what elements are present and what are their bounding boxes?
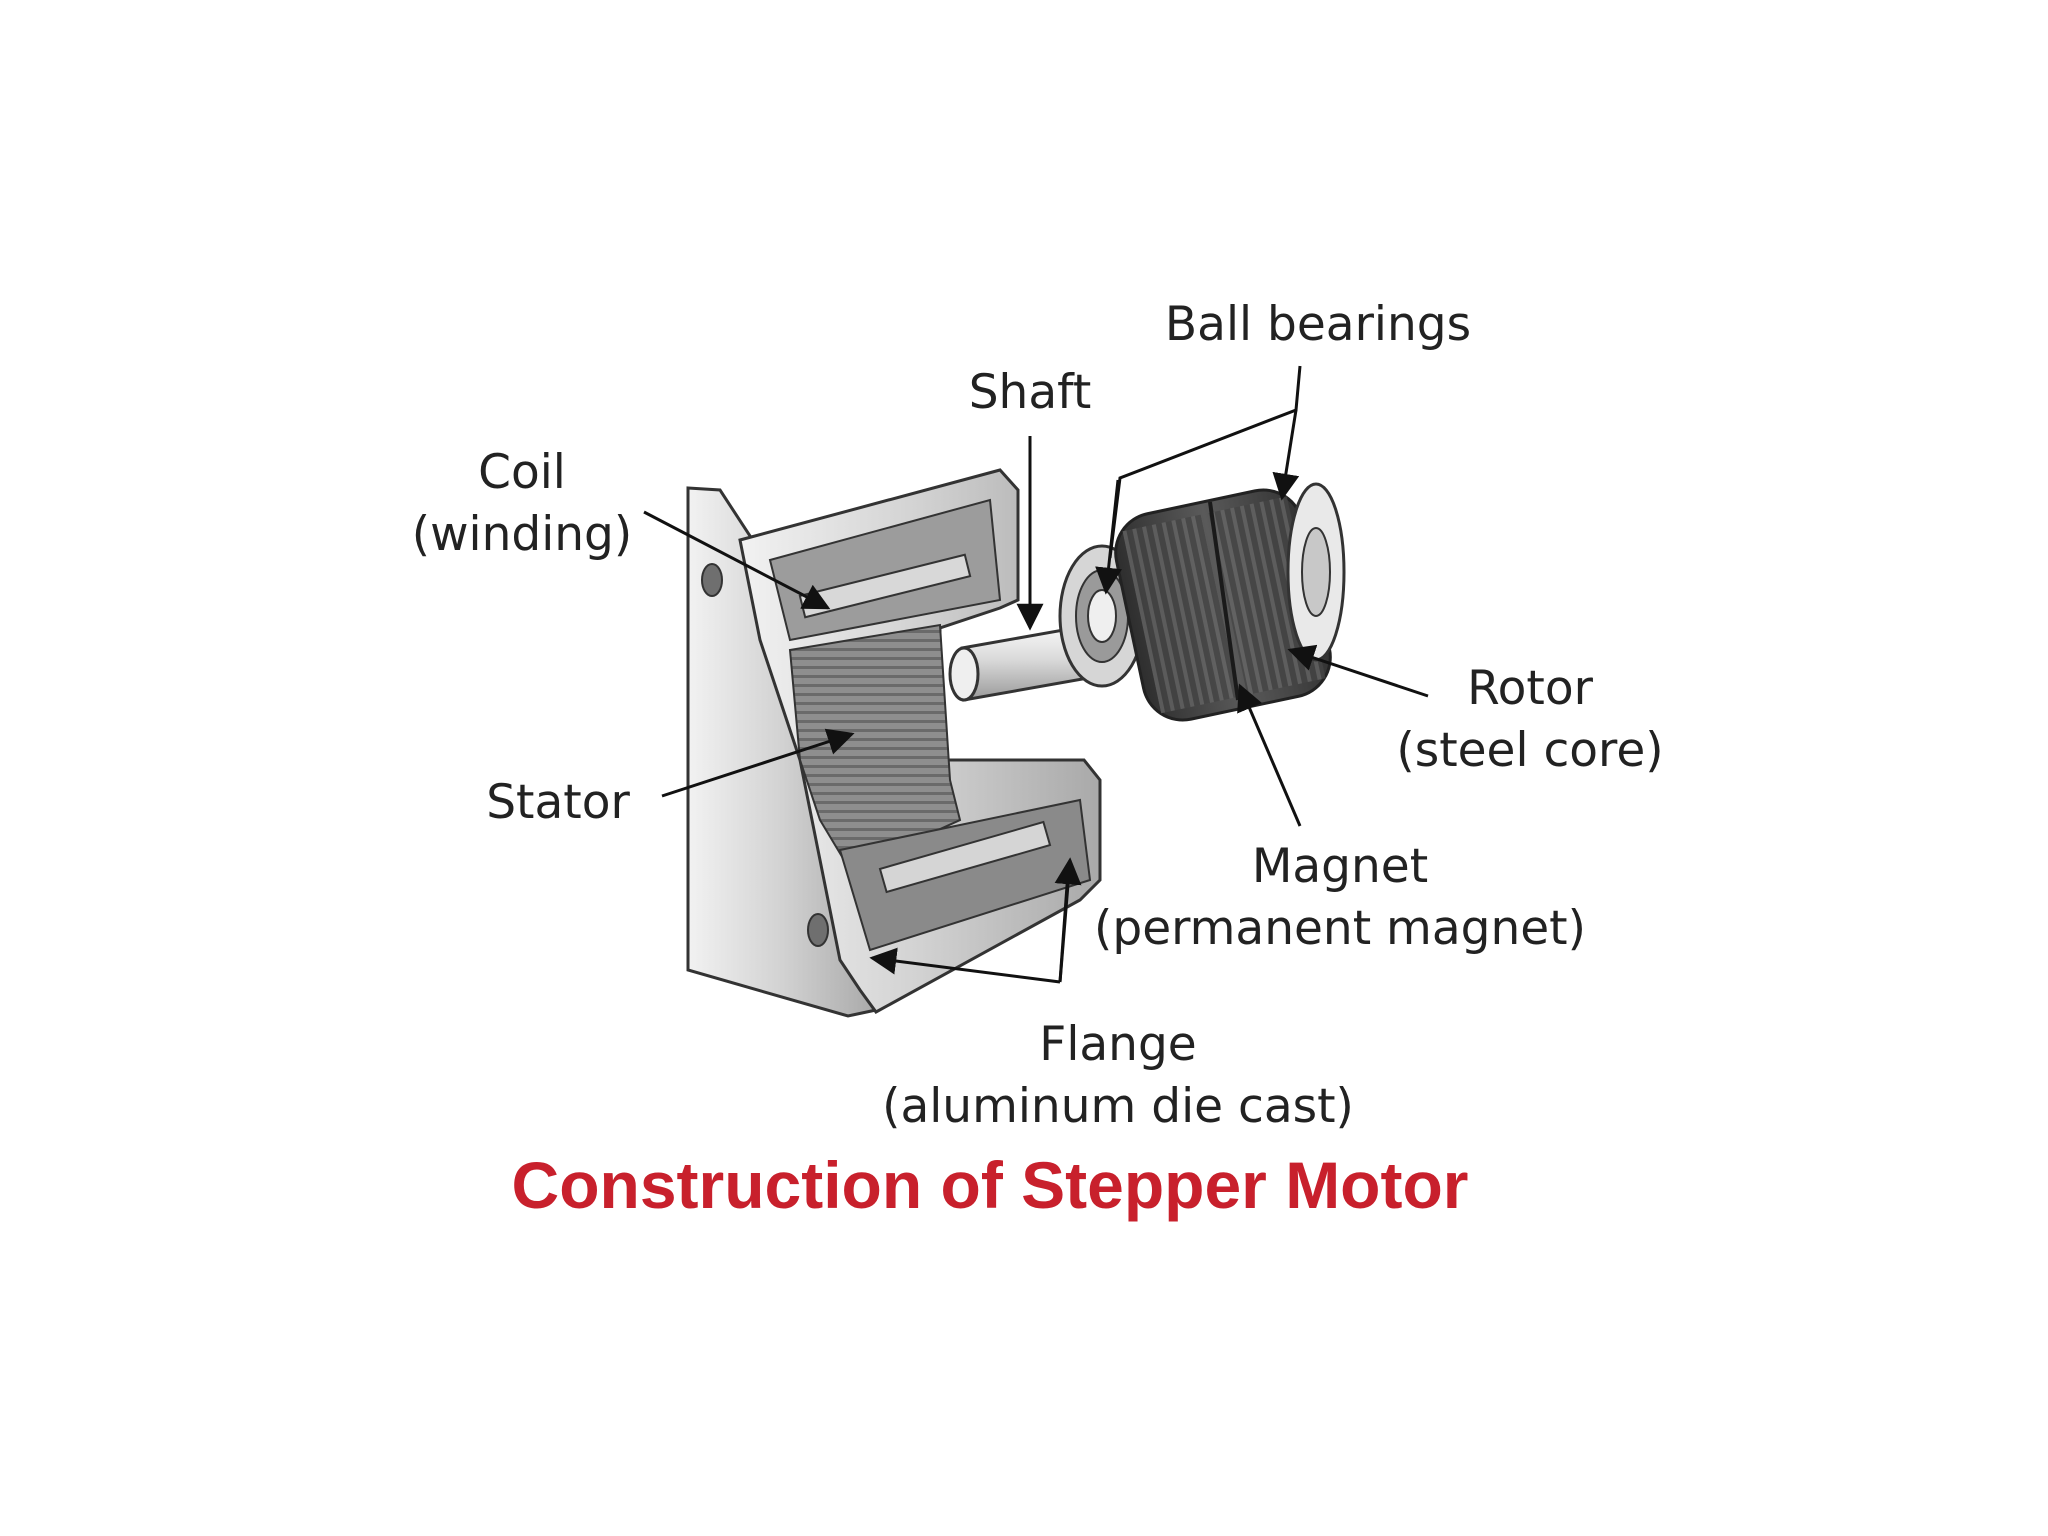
leader-lines (643, 365, 1429, 984)
shaft-end (948, 646, 980, 702)
label-magnet-line1: Magnet (1252, 839, 1428, 894)
label-ball-bearings: Ball bearings (1165, 297, 1471, 352)
front-bearing-bore (1087, 589, 1117, 643)
leader-magnet (1237, 683, 1302, 827)
rear-bearing-bore (1301, 527, 1331, 617)
label-flange-line2: (aluminum die cast) (882, 1079, 1354, 1134)
leader-flange-left (869, 947, 1061, 984)
label-magnet-line2: (permanent magnet) (1094, 901, 1586, 956)
label-shaft: Shaft (969, 365, 1092, 420)
label-coil-line2: (winding) (412, 507, 632, 562)
leader-ball-bearings-rear (1272, 409, 1300, 501)
label-coil-line1: Coil (478, 445, 566, 500)
leader-ball-bearings-front (1095, 479, 1123, 595)
label-rotor-line2: (steel core) (1396, 723, 1663, 778)
rotor-split (1208, 501, 1240, 701)
leader-rotor (1287, 644, 1429, 698)
label-rotor-line1: Rotor (1467, 661, 1593, 716)
label-stator: Stator (486, 775, 630, 830)
diagram-title: Construction of Stepper Motor (512, 1148, 1469, 1222)
label-flange-line1: Flange (1039, 1017, 1196, 1072)
coil-bottom-bar (878, 820, 1052, 894)
flange-hole-bottom (807, 913, 829, 947)
leader-flange-right (1054, 857, 1082, 983)
flange-hole-top (701, 563, 723, 597)
leader-coil (643, 510, 831, 610)
leader-stator (661, 728, 855, 798)
rotor-teeth-front (1122, 514, 1240, 714)
labels: Ball bearings Shaft Coil (winding) Rotor… (412, 297, 1664, 1134)
